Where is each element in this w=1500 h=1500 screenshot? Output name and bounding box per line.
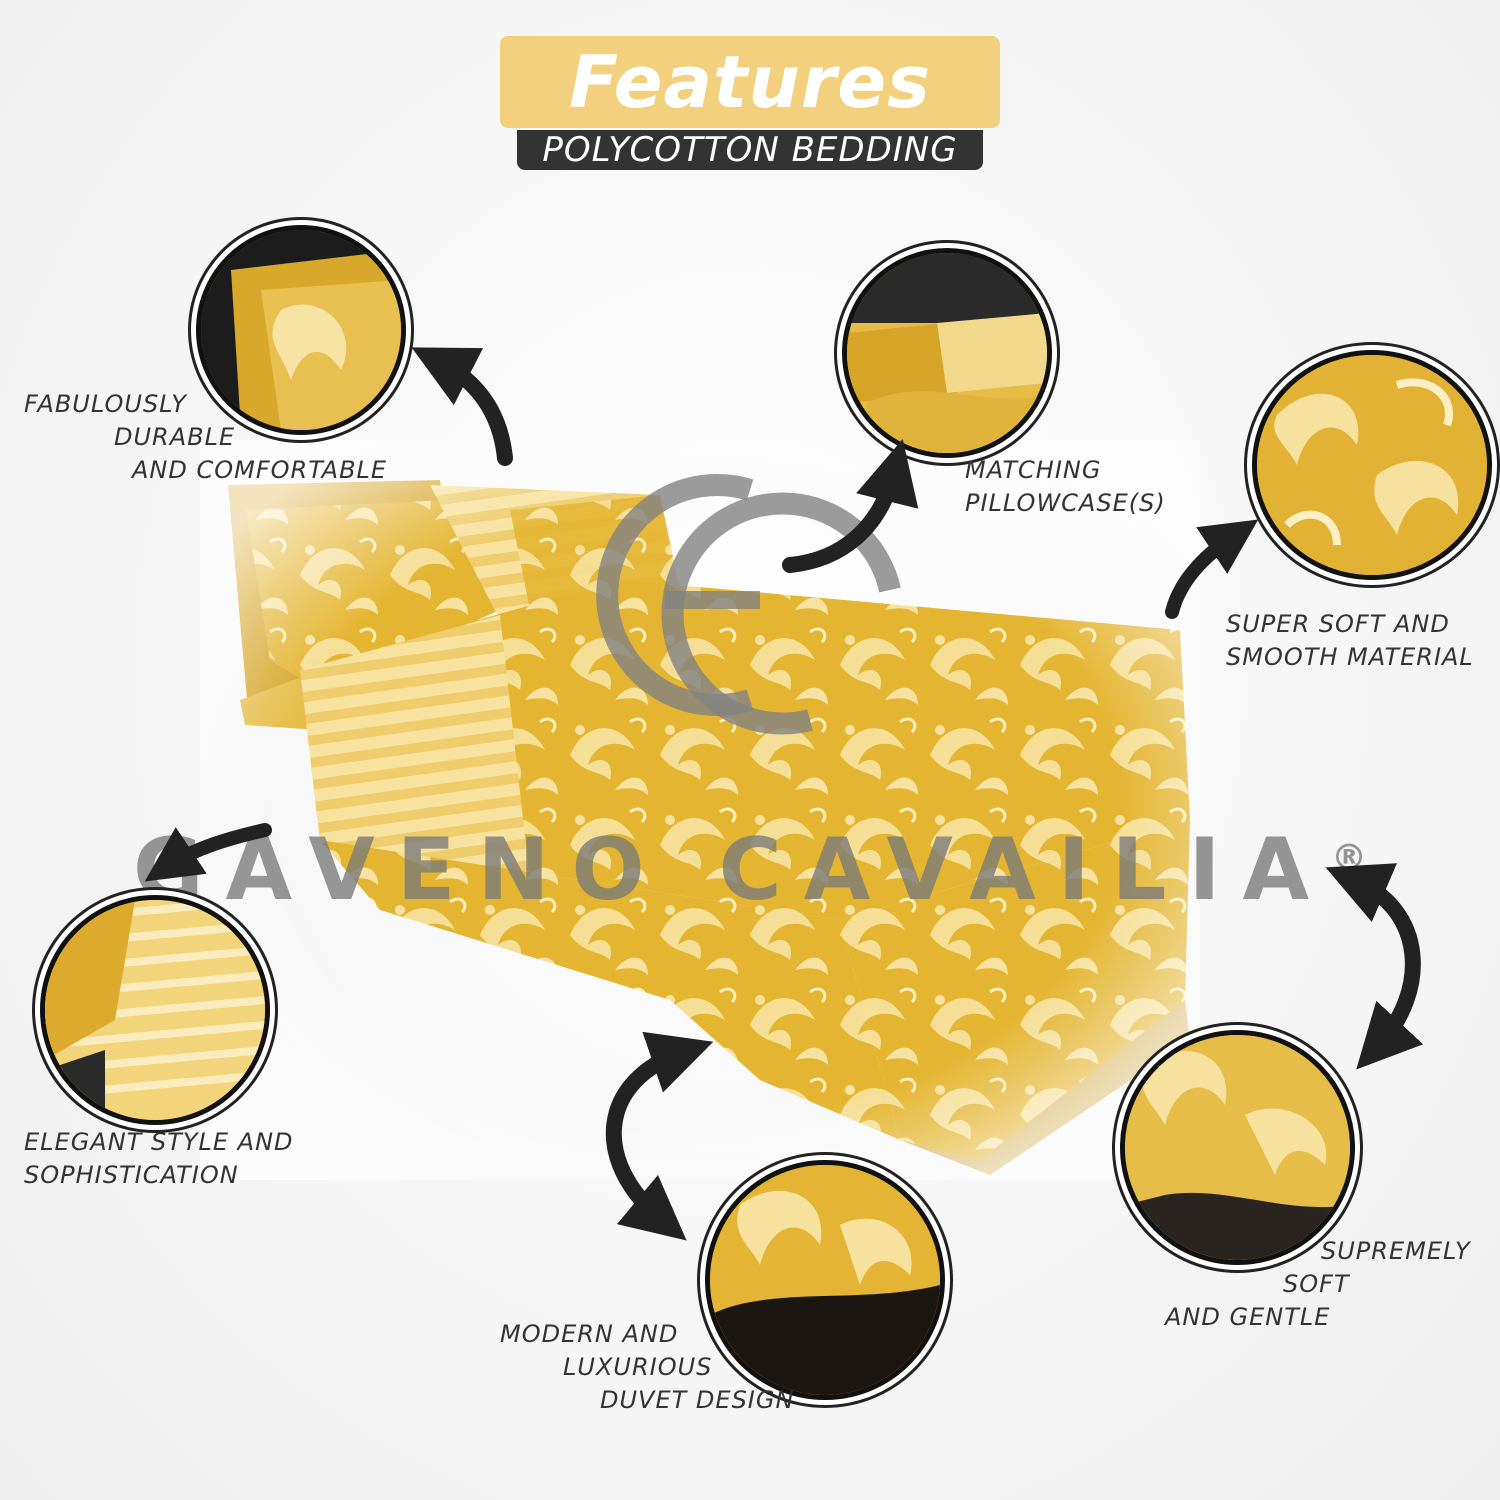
feature-label-gentle: SUPREMELY SOFT AND GENTLE [1165, 1237, 1471, 1331]
title-badge: Features [500, 36, 1000, 128]
brand-watermark: GAVENO CAVAILIA® [0, 820, 1500, 920]
detail-circle-pillowcases [842, 248, 1052, 458]
detail-circle-pillows [196, 225, 406, 435]
registered-mark: ® [1331, 837, 1368, 879]
brand-monogram [596, 474, 901, 735]
feature-label-elegant: ELEGANT STYLE AND SOPHISTICATION [24, 1128, 294, 1189]
feature-label-durable: FABULOUSLY DURABLE AND COMFORTABLE [24, 390, 388, 484]
detail-circle-duvet [705, 1160, 945, 1400]
detail-circle-fabric-texture [1252, 350, 1492, 580]
detail-circle-softness [1120, 1030, 1355, 1265]
feature-label-pillowcases: MATCHING PILLOWCASE(S) [965, 456, 1166, 517]
subtitle-badge: POLYCOTTON BEDDING [517, 130, 983, 170]
page-subtitle: POLYCOTTON BEDDING [542, 130, 958, 170]
detail-circle-style [40, 895, 270, 1125]
feature-label-smooth: SUPER SOFT AND SMOOTH MATERIAL [1226, 610, 1474, 671]
page-title: Features [569, 40, 931, 124]
feature-label-duvet: MODERN AND LUXURIOUS DUVET DESIGN [500, 1320, 795, 1414]
brand-name: GAVENO CAVAILIA [132, 820, 1332, 920]
